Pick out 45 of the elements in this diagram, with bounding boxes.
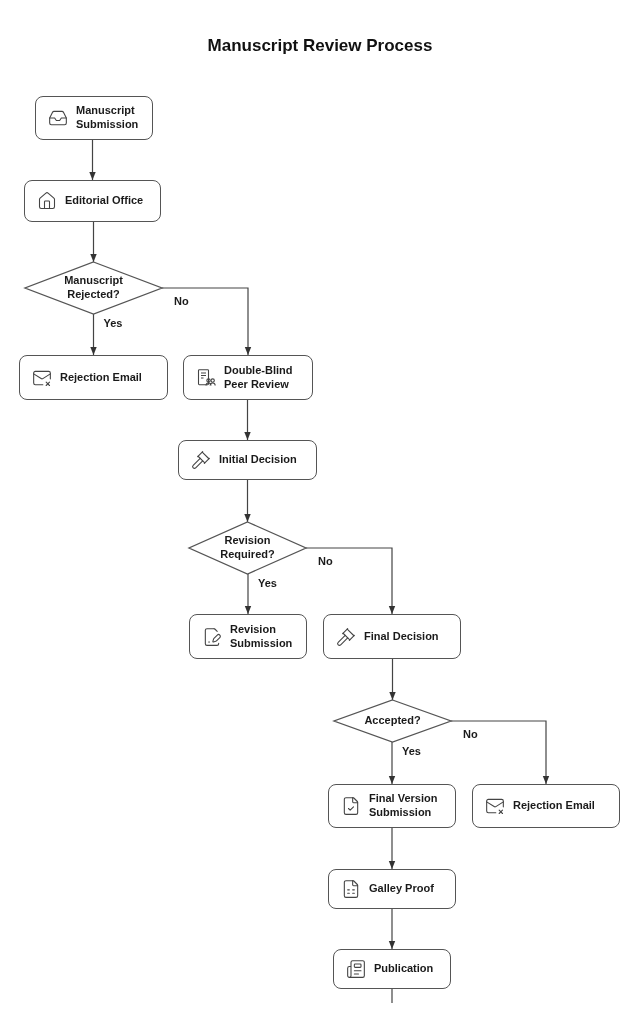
step-label: Final Decision xyxy=(364,629,439,644)
edge-label: No xyxy=(318,556,333,567)
process-box xyxy=(19,355,168,400)
process-box xyxy=(328,869,456,909)
process-box xyxy=(323,614,461,659)
decision-label: Revision Required? xyxy=(219,534,276,562)
arrow xyxy=(388,741,396,785)
arrow xyxy=(89,139,96,181)
process-box xyxy=(333,949,451,989)
edge-label: Yes xyxy=(402,746,421,757)
step-label: Double-Blind Peer Review xyxy=(224,363,294,392)
process-box xyxy=(472,784,620,828)
arrow xyxy=(305,547,396,615)
edge-label: No xyxy=(463,729,478,740)
step-label: Rejection Email xyxy=(60,370,142,385)
arrow xyxy=(244,399,251,441)
arrow xyxy=(388,908,396,950)
decision-label: Accepted? xyxy=(364,714,421,728)
process-box xyxy=(183,355,313,400)
arrow xyxy=(161,287,252,356)
step-label: Revision Submission xyxy=(230,622,294,651)
step-label: Galley Proof xyxy=(369,882,434,896)
step-label: Final Version Submission xyxy=(369,792,439,820)
process-box xyxy=(24,180,161,222)
edge-label: Yes xyxy=(258,578,277,589)
process-box xyxy=(35,96,153,140)
arrow xyxy=(90,221,97,263)
edge-label: Yes xyxy=(103,318,123,329)
step-label: Publication xyxy=(374,962,434,976)
arrow xyxy=(244,573,252,615)
diagram-title: Manuscript Review Process xyxy=(207,36,433,56)
process-box xyxy=(178,440,317,480)
process-box xyxy=(328,784,456,828)
arrow xyxy=(450,720,550,785)
arrow xyxy=(90,313,97,356)
arrow xyxy=(389,658,396,701)
decision-label: Manuscript Rejected? xyxy=(63,274,124,302)
edge-label: No xyxy=(174,296,189,307)
step-label: Rejection Email xyxy=(513,799,595,813)
step-label: Manuscript Submission xyxy=(76,104,140,132)
arrow xyxy=(244,479,251,523)
step-label: Initial Decision xyxy=(219,453,297,467)
process-box xyxy=(189,614,307,659)
arrow xyxy=(388,827,396,870)
step-label: Editorial Office xyxy=(65,194,144,208)
